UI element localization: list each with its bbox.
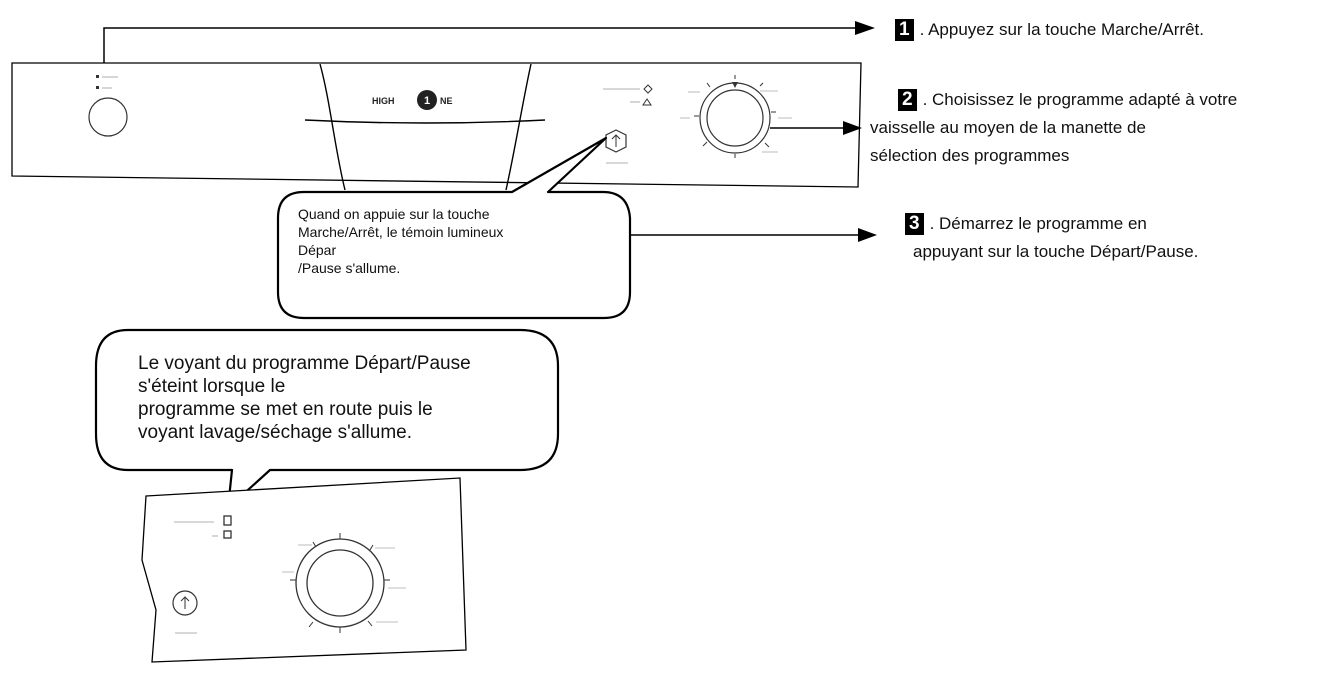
step-3-line-2: appuyant sur la touche Départ/Pause. xyxy=(913,242,1199,261)
arrowhead-step-1 xyxy=(855,21,875,35)
step-3-number: 3 xyxy=(905,213,924,235)
arrow-step-1 xyxy=(103,27,855,78)
callout-program-light-text: Le voyant du programme Départ/Pause s'ét… xyxy=(138,353,471,443)
dishwasher-panel-detail xyxy=(141,477,467,663)
step-1-text: . Appuyez sur la touche Marche/Arrêt. xyxy=(919,20,1204,39)
svg-text:NE: NE xyxy=(440,96,453,106)
power-button xyxy=(88,97,128,137)
step-1: 1 . Appuyez sur la touche Marche/Arrêt. xyxy=(895,16,1204,44)
svg-text:HIGH: HIGH xyxy=(372,96,395,106)
step-2-line-3: sélection des programmes xyxy=(870,146,1070,165)
step-2: 2. Choisissez le programme adapté à votr… xyxy=(870,86,1330,170)
step-1-number: 1 xyxy=(895,19,914,41)
svg-text:1: 1 xyxy=(424,95,430,107)
program-dial xyxy=(680,75,792,158)
step-2-number: 2 xyxy=(898,89,917,111)
dishwasher-panel-top: HIGH 1 NE xyxy=(11,62,862,191)
callout-program-light-bubble xyxy=(94,328,560,510)
step-2-line-1: 2. Choisissez le programme adapté à votr… xyxy=(870,86,1330,114)
brand-logo: HIGH 1 NE xyxy=(372,90,453,110)
callout-start-light-bubble xyxy=(276,136,632,320)
arrowhead-step-3 xyxy=(858,228,877,242)
arrowhead-step-2 xyxy=(843,121,862,135)
step-3-line-1: 3. Démarrez le programme en xyxy=(905,210,1325,238)
step-2-line-2: vaisselle au moyen de la manette de xyxy=(870,118,1146,137)
callout-start-light-text: Quand on appuie sur la touche Marche/Arr… xyxy=(298,206,504,276)
step-3: 3. Démarrez le programme en appuyant sur… xyxy=(905,210,1325,266)
